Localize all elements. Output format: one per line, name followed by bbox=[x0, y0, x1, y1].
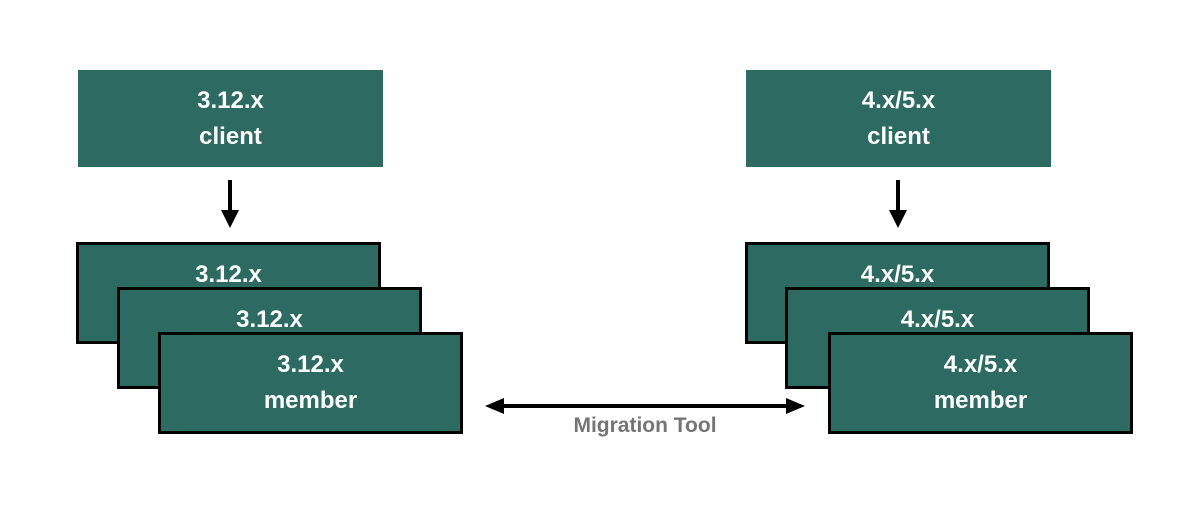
right-client-box: 4.x/5.x client bbox=[746, 70, 1051, 167]
right-member-front-version-label: 4.x/5.x bbox=[943, 351, 1018, 378]
right-down-arrow-icon bbox=[889, 180, 907, 228]
left-client-role-label: client bbox=[199, 122, 262, 150]
left-client-box: 3.12.x client bbox=[78, 70, 383, 167]
right-client-version-label: 4.x/5.x bbox=[861, 86, 936, 114]
left-member-middle-version-label: 3.12.x bbox=[236, 306, 303, 333]
right-member-back-version-label: 4.x/5.x bbox=[860, 261, 935, 288]
left-member-front-version-label: 3.12.x bbox=[277, 351, 344, 378]
left-member-back-version-label: 3.12.x bbox=[195, 261, 262, 288]
migration-double-arrow-icon bbox=[485, 398, 805, 414]
left-client-version-label: 3.12.x bbox=[197, 86, 264, 114]
left-member-box-front: 3.12.x member bbox=[158, 332, 463, 434]
left-down-arrow-icon bbox=[221, 180, 239, 228]
right-member-box-front: 4.x/5.x member bbox=[828, 332, 1133, 434]
right-member-middle-version-label: 4.x/5.x bbox=[900, 306, 975, 333]
left-member-front-role-label: member bbox=[263, 387, 358, 414]
migration-tool-label: Migration Tool bbox=[573, 414, 717, 437]
right-member-front-role-label: member bbox=[933, 387, 1028, 414]
right-client-role-label: client bbox=[867, 122, 930, 150]
